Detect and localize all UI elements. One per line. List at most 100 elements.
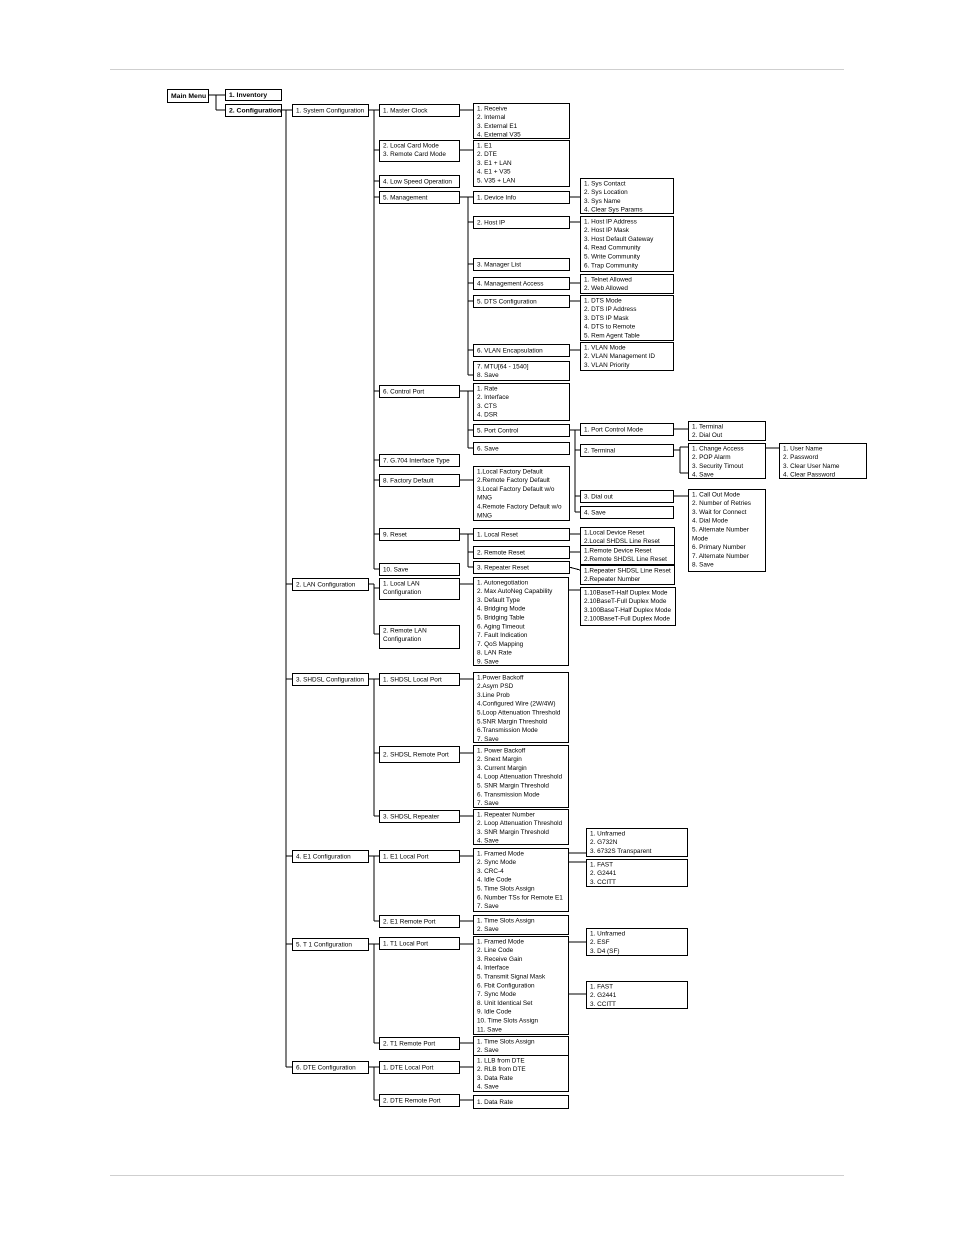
box-frame [473, 140, 570, 187]
menu-item-label: 8. LAN Rate [477, 650, 512, 657]
box-manager-list: 3. Manager List [473, 258, 570, 271]
box-frame [473, 672, 569, 743]
menu-item-label: 1. Data Rate [477, 1099, 513, 1106]
menu-item-label: 4. External V35 [477, 132, 521, 139]
box-frame [473, 344, 570, 357]
menu-item-label: 1. Autonegotiation [477, 579, 529, 586]
box-terminal: 2. Terminal [580, 444, 674, 457]
menu-item-label: Main Menu [171, 93, 206, 100]
box-frame [580, 545, 675, 565]
box-frame [292, 938, 369, 951]
menu-item-label: 1. Local Reset [477, 531, 518, 538]
menu-item-label: 2. LAN Configuration [296, 581, 356, 588]
menu-item-label: 4. Low Speed Operation [383, 178, 452, 185]
footer-rule [110, 1175, 844, 1176]
menu-item-label: 5. Write Community [584, 254, 641, 261]
box-frame [473, 546, 570, 559]
menu-item-label: 6. Control Port [383, 388, 424, 395]
box-reset: 9. Reset [379, 528, 460, 541]
menu-item-label: 8. Save [477, 372, 499, 379]
menu-item-label: 4.Configured Wire (2W/4W) [477, 701, 555, 708]
menu-item-label: 2. VLAN Management ID [584, 353, 655, 360]
menu-item-label: 2. Host IP Mask [584, 227, 630, 234]
box-dte-configuration: 6. DTE Configuration [292, 1061, 369, 1074]
menu-item-label: 2.Remote Factory Default [477, 477, 550, 484]
menu-item-label: 3. 6732S Transparent [590, 848, 652, 855]
box-e1-remote-port: 2. E1 Remote Port [379, 915, 460, 928]
menu-item-label: 4.Remote Factory Default w/o [477, 504, 562, 511]
menu-item-label: 9. Reset [383, 531, 407, 538]
menu-item-label: 3. VLAN Priority [584, 362, 630, 369]
box-frame [379, 140, 460, 162]
menu-item-label: 8. Factory Default [383, 477, 434, 484]
box-frame [580, 490, 674, 503]
box-frame [379, 937, 460, 950]
box-e1-configuration: 4. E1 Configuration [292, 850, 369, 863]
box-frame [688, 443, 766, 479]
menu-item-label: 1. Framed Mode [477, 938, 524, 945]
box-g704-interface-type: 7. G.704 Interface Type [379, 454, 460, 467]
menu-item-label: 3. DTS IP Mask [584, 315, 629, 322]
menu-item-label: 1. System Configuration [296, 107, 365, 114]
menu-item-label: 1.10BaseT-Half Duplex Mode [584, 589, 668, 596]
box-frame [225, 89, 282, 101]
box-frame [292, 104, 369, 117]
box-e1-local-port: 1. E1 Local Port [379, 850, 460, 863]
box-local-reset: 1. Local Reset [473, 528, 570, 541]
box-frame [379, 1061, 460, 1074]
box-frame [473, 528, 570, 541]
menu-item-label: 6. DTE Configuration [296, 1064, 356, 1071]
box-shdsl-local-port: 1. SHDSL Local Port [379, 673, 460, 686]
menu-item-label: 3. Current Margin [477, 765, 527, 772]
menu-item-label: 3. CCITT [590, 1001, 616, 1008]
menu-item-label: 6.Transmission Mode [477, 727, 538, 734]
box-frame [379, 563, 460, 576]
menu-item-label: 2. Number of Retries [692, 500, 751, 507]
menu-item-label: 1. T1 Local Port [383, 940, 428, 947]
menu-item-label: 3. E1 + LAN [477, 160, 512, 167]
menu-item-label: 2. Configuration [229, 107, 281, 114]
menu-item-label: 7. MTU[64 - 1540] [477, 363, 529, 370]
menu-item-label: 1. Change Access [692, 445, 744, 452]
menu-item-label: 2. G2441 [590, 870, 617, 877]
box-frame [473, 442, 570, 455]
menu-item-label: 2. G2441 [590, 992, 617, 999]
box-t1-sync-mode-options: 1. FAST 2. G2441 3. CCITT [586, 981, 688, 1009]
menu-item-label: 6. Transmission Mode [477, 791, 540, 798]
menu-item-label: 1. E1 [477, 142, 492, 149]
box-frame [379, 385, 460, 398]
menu-item-label: 1.Local Device Reset [584, 529, 645, 536]
box-autoneg-options: 1.10BaseT-Half Duplex Mode2.10BaseT-Full… [580, 587, 676, 626]
menu-item-label: 2.Repeater Number [584, 576, 641, 583]
menu-item-label: 5.SNR Margin Threshold [477, 718, 548, 725]
box-remote-reset: 2. Remote Reset [473, 546, 570, 559]
menu-item-label: 5. Bridging Table [477, 615, 525, 622]
box-low-speed-operation: 4. Low Speed Operation [379, 175, 460, 188]
menu-item-label: 5. Time Slots Assign [477, 886, 535, 893]
menu-item-label: 4. Dial Mode [692, 518, 728, 525]
box-frame [292, 673, 369, 686]
menu-item-label: 2. Loop Attenuation Threshold [477, 820, 563, 827]
box-frame [473, 258, 570, 271]
menu-item-label: 4. Save [477, 838, 499, 845]
box-frame [586, 859, 688, 887]
menu-item-label: 2. ESF [590, 939, 610, 946]
box-frame [379, 1094, 460, 1107]
menu-item-label: 7. Fault Indication [477, 632, 528, 639]
menu-item-label: 1. SHDSL Local Port [383, 676, 442, 683]
menu-item-label: 1. FAST [590, 983, 613, 990]
box-frame [379, 810, 460, 823]
box-system-save: 10. Save [379, 563, 460, 576]
menu-item-label: 1. Sys Contact [584, 180, 626, 187]
box-frame [379, 528, 460, 541]
box-frame [473, 466, 570, 521]
